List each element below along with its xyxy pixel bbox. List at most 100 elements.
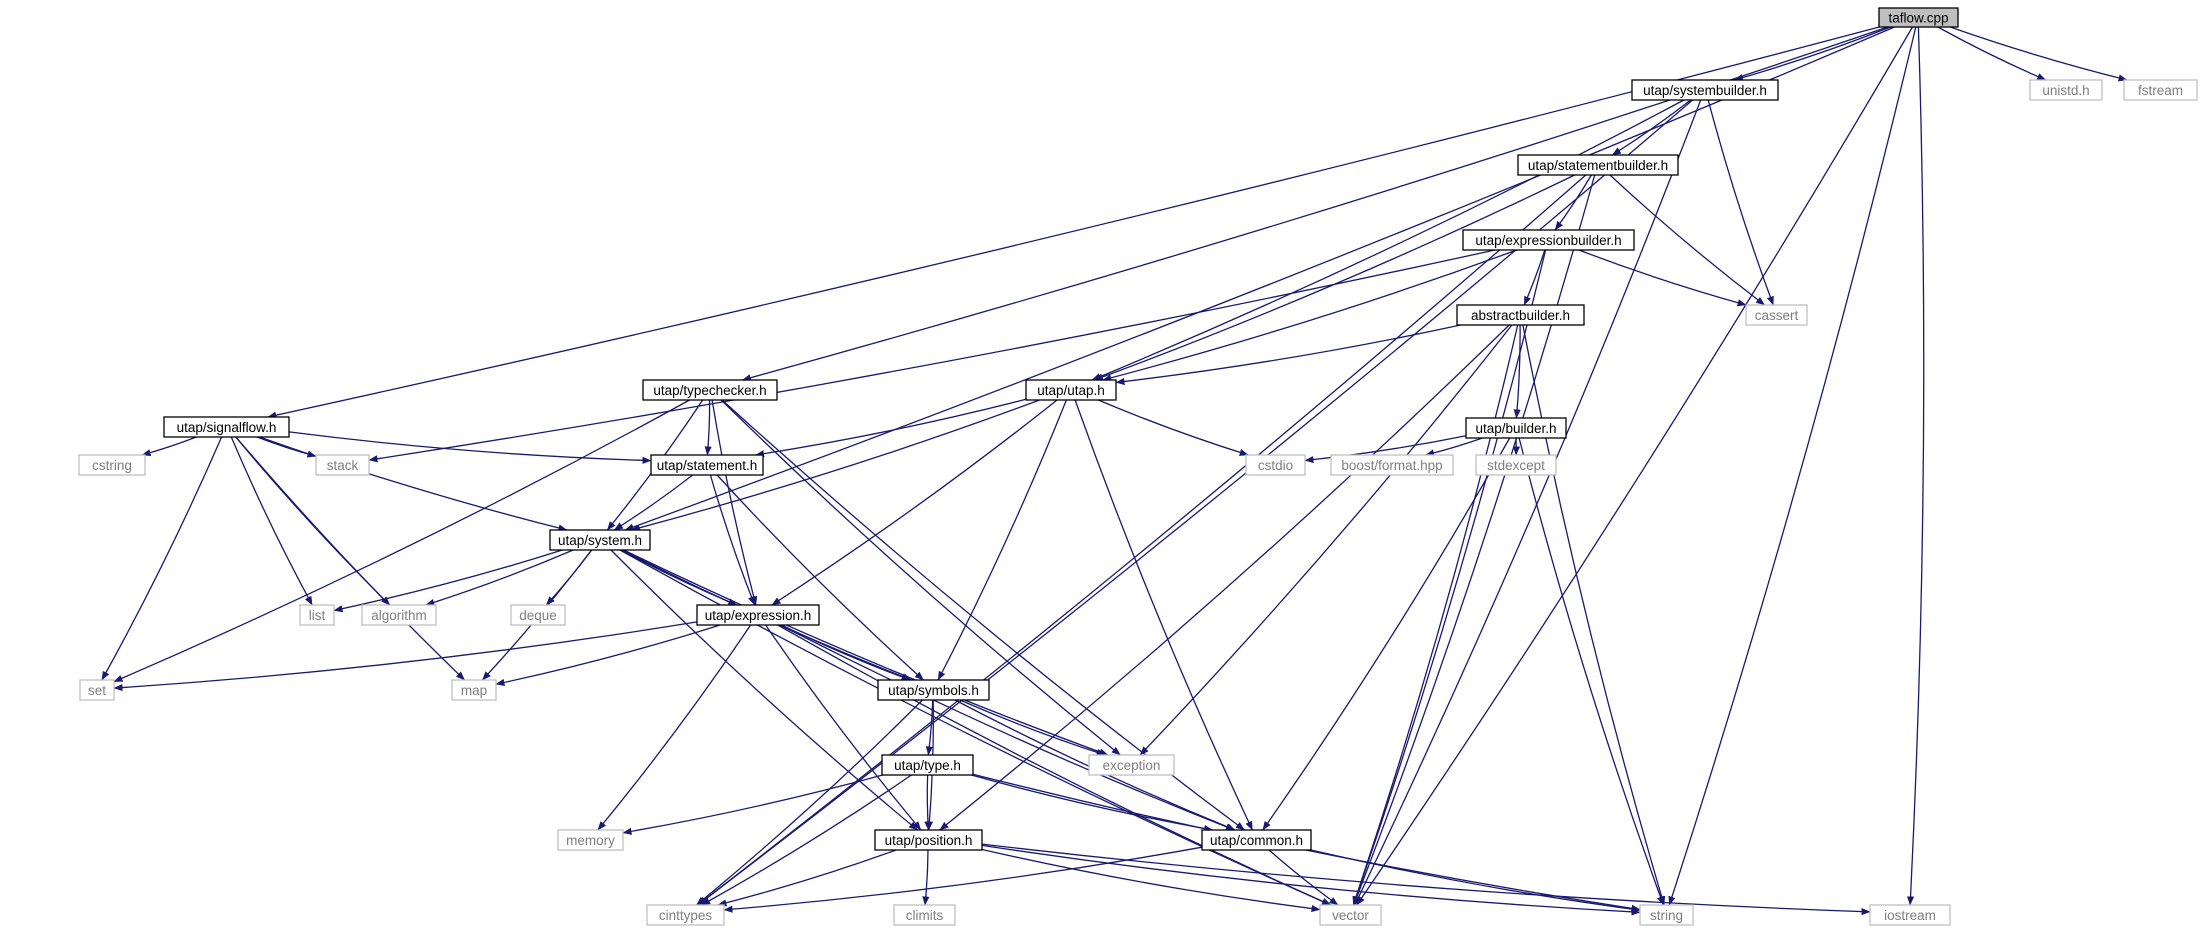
node-list: list (299, 604, 335, 626)
edge-abstractbuilder-to-exception (1139, 324, 1513, 756)
node-type-box (881, 754, 974, 776)
edge-position-to-climits (922, 849, 930, 906)
node-system-box (549, 529, 651, 551)
node-deque: deque (510, 604, 566, 626)
node-typechecker-box (642, 379, 778, 401)
node-string-box (1639, 904, 1694, 926)
node-cstdio: cstdio (1245, 454, 1306, 476)
edge-statement-to-expression (709, 474, 756, 606)
node-utap[interactable]: utap/utap.h (1025, 379, 1117, 401)
node-string: string (1639, 904, 1694, 926)
node-taflow: taflow.cpp (1878, 7, 1959, 28)
edge-taflow-to-string (1668, 26, 1917, 906)
edge-signalflow-to-cstring (141, 436, 197, 457)
node-set: set (79, 679, 115, 701)
node-expression[interactable]: utap/expression.h (696, 604, 820, 626)
edge-signalflow-to-set (101, 436, 223, 681)
node-type-label: utap/type.h (894, 758, 961, 773)
node-taflow-label: taflow.cpp (1888, 11, 1948, 26)
node-exception-label: exception (1103, 758, 1161, 773)
node-statementbuilder-box (1517, 154, 1679, 176)
node-fstream-box (2123, 79, 2198, 101)
node-expressionbuilder[interactable]: utap/expressionbuilder.h (1462, 229, 1635, 251)
edge-utap-to-cstdio (1098, 399, 1249, 456)
node-systembuilder[interactable]: utap/systembuilder.h (1631, 79, 1779, 101)
edge-abstractbuilder-to-string (1522, 324, 1666, 906)
edge-statement-to-symbols (716, 474, 924, 681)
node-unistd: unistd.h (2029, 79, 2103, 101)
edge-builder-to-boostformat (1425, 437, 1483, 457)
node-expression-box (696, 604, 820, 626)
node-typechecker-label: utap/typechecker.h (653, 383, 766, 398)
node-statement[interactable]: utap/statement.h (650, 454, 764, 476)
node-algorithm: algorithm (361, 604, 437, 626)
node-systembuilder-box (1631, 79, 1779, 101)
edge-statementbuilder-to-cinttypes (697, 174, 1587, 906)
node-builder[interactable]: utap/builder.h (1465, 417, 1567, 439)
node-common[interactable]: utap/common.h (1201, 829, 1312, 851)
node-symbols-label: utap/symbols.h (888, 683, 979, 698)
node-expressionbuilder-box (1462, 229, 1635, 251)
edge-signalflow-to-map (235, 436, 466, 681)
node-statementbuilder[interactable]: utap/statementbuilder.h (1517, 154, 1679, 176)
edge-signalflow-to-system (259, 436, 568, 532)
edge-position-to-vector (981, 848, 1321, 913)
node-symbols-box (877, 679, 990, 701)
edge-system-to-algorithm (425, 549, 574, 606)
edge-expression-to-symbols (781, 624, 911, 681)
node-abstractbuilder[interactable]: abstractbuilder.h (1456, 304, 1585, 326)
node-position[interactable]: utap/position.h (874, 829, 983, 851)
edge-system-to-exception (623, 549, 1109, 756)
node-iostream-label: iostream (1884, 908, 1936, 923)
node-position-label: utap/position.h (885, 833, 973, 848)
edge-expression-to-map (495, 624, 721, 686)
node-unistd-label: unistd.h (2042, 83, 2089, 98)
node-common-label: utap/common.h (1210, 833, 1303, 848)
edge-position-to-cinttypes (717, 849, 897, 907)
node-system[interactable]: utap/system.h (549, 529, 651, 551)
node-fstream: fstream (2123, 79, 2198, 101)
node-map-box (451, 679, 497, 701)
node-signalflow-box (163, 416, 290, 438)
edge-signalflow-to-list (230, 436, 313, 606)
node-string-label: string (1650, 908, 1683, 923)
node-cassert-label: cassert (1755, 308, 1799, 323)
edge-expressionbuilder-to-vector (1352, 249, 1547, 906)
node-stdexcept-box (1475, 454, 1557, 476)
edge-systembuilder-to-statementbuilder (1611, 99, 1692, 156)
node-utap-label: utap/utap.h (1037, 383, 1105, 398)
node-cstdio-box (1245, 454, 1306, 476)
node-typechecker[interactable]: utap/typechecker.h (642, 379, 778, 401)
edge-statementbuilder-to-vector (1353, 174, 1596, 906)
node-exception: exception (1088, 754, 1175, 776)
edge-typechecker-to-statement (704, 399, 712, 456)
node-cstdio-label: cstdio (1258, 458, 1293, 473)
node-builder-box (1465, 417, 1567, 439)
edge-common-to-string (1310, 849, 1641, 913)
edge-statement-to-system (613, 474, 694, 531)
node-map: map (451, 679, 497, 701)
dependency-edges (101, 26, 2128, 916)
edge-common-to-cinttypes (723, 846, 1203, 913)
node-type[interactable]: utap/type.h (881, 754, 974, 776)
edge-expression-to-set (113, 621, 698, 692)
edge-utap-to-common (1074, 399, 1253, 831)
node-boostformat: boost/format.hpp (1330, 454, 1454, 476)
node-cstring-box (78, 454, 146, 476)
node-position-box (874, 829, 983, 851)
node-set-label: set (88, 683, 106, 698)
node-iostream: iostream (1869, 904, 1951, 926)
node-symbols[interactable]: utap/symbols.h (877, 679, 990, 701)
edge-abstractbuilder-to-position (939, 324, 1510, 831)
node-signalflow[interactable]: utap/signalflow.h (163, 416, 290, 438)
edge-systembuilder-to-utap (1091, 99, 1685, 381)
edge-expression-to-position (765, 624, 922, 831)
node-cstring: cstring (78, 454, 146, 476)
edge-expressionbuilder-to-stack (368, 249, 1496, 463)
node-deque-label: deque (519, 608, 557, 623)
edge-systembuilder-to-cinttypes (697, 99, 1694, 906)
node-algorithm-label: algorithm (371, 608, 427, 623)
node-expressionbuilder-label: utap/expressionbuilder.h (1475, 233, 1621, 248)
node-cstring-label: cstring (92, 458, 132, 473)
